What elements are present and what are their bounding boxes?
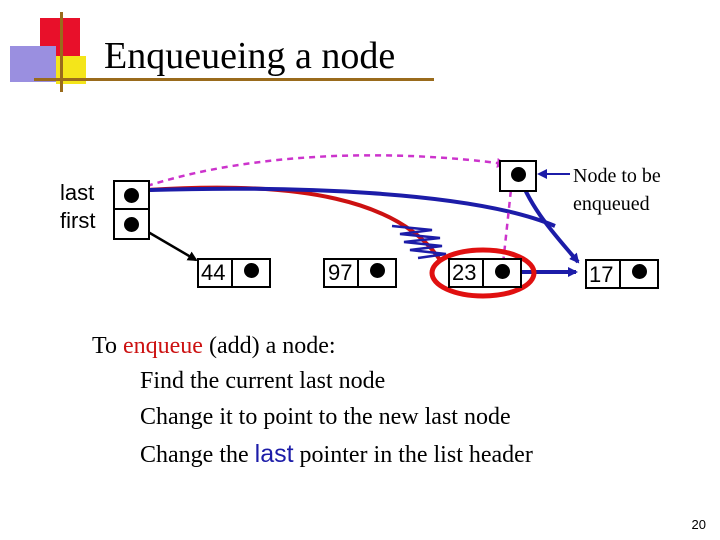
logo-vertical-line bbox=[60, 12, 63, 92]
node-23-dot bbox=[495, 264, 510, 279]
node-44-value-cell bbox=[197, 258, 233, 288]
node-97-value-cell bbox=[323, 258, 359, 288]
instruction-line-1: To enqueue (add) a node: bbox=[92, 333, 336, 360]
node-17-value: 17 bbox=[589, 262, 614, 287]
new-node-pointer-cell bbox=[499, 160, 537, 192]
highlight-ellipse bbox=[429, 247, 537, 299]
logo-square-purple bbox=[10, 46, 56, 82]
new-last-pointer bbox=[149, 186, 556, 228]
node-17-dot bbox=[632, 264, 647, 279]
line4-prefix: Change the bbox=[140, 442, 255, 468]
node-to-be-enqueued-note: Node to be enqueued bbox=[573, 162, 661, 218]
node-17-value-cell bbox=[585, 259, 621, 289]
last-label: last bbox=[60, 180, 95, 205]
line4-suffix: pointer in the list header bbox=[293, 442, 533, 468]
slide-title: Enqueueing a node bbox=[104, 35, 396, 77]
first-label: first bbox=[60, 208, 96, 233]
node-44-value: 44 bbox=[201, 260, 226, 285]
instruction-line-4: Change the last pointer in the list head… bbox=[140, 440, 533, 469]
node-97-dot bbox=[370, 263, 385, 278]
first-pointer-dot bbox=[124, 217, 139, 232]
line1-suffix: (add) a node: bbox=[202, 333, 336, 359]
last-keyword: last bbox=[254, 440, 294, 468]
last-pointer-dot bbox=[124, 188, 139, 203]
note-line-2: enqueued bbox=[573, 193, 650, 215]
line1-prefix: To bbox=[92, 333, 123, 359]
old-last-pointer bbox=[146, 185, 442, 262]
header-first-cell bbox=[113, 208, 150, 240]
crossout-scribble bbox=[391, 224, 447, 260]
note-line-1: Node to be bbox=[573, 165, 661, 187]
header-last-cell bbox=[113, 180, 150, 210]
enqueue-keyword: enqueue bbox=[122, 333, 203, 359]
new-node-dot bbox=[511, 167, 526, 182]
instruction-line-3: Change it to point to the new last node bbox=[140, 404, 511, 430]
title-underline bbox=[34, 78, 434, 81]
node-97-value: 97 bbox=[328, 260, 353, 285]
node-44-dot bbox=[244, 263, 259, 278]
dashed-header-to-new bbox=[146, 154, 507, 188]
page-number: 20 bbox=[691, 517, 706, 532]
node-23-value: 23 bbox=[452, 260, 477, 285]
instruction-line-2: Find the current last node bbox=[140, 368, 386, 394]
